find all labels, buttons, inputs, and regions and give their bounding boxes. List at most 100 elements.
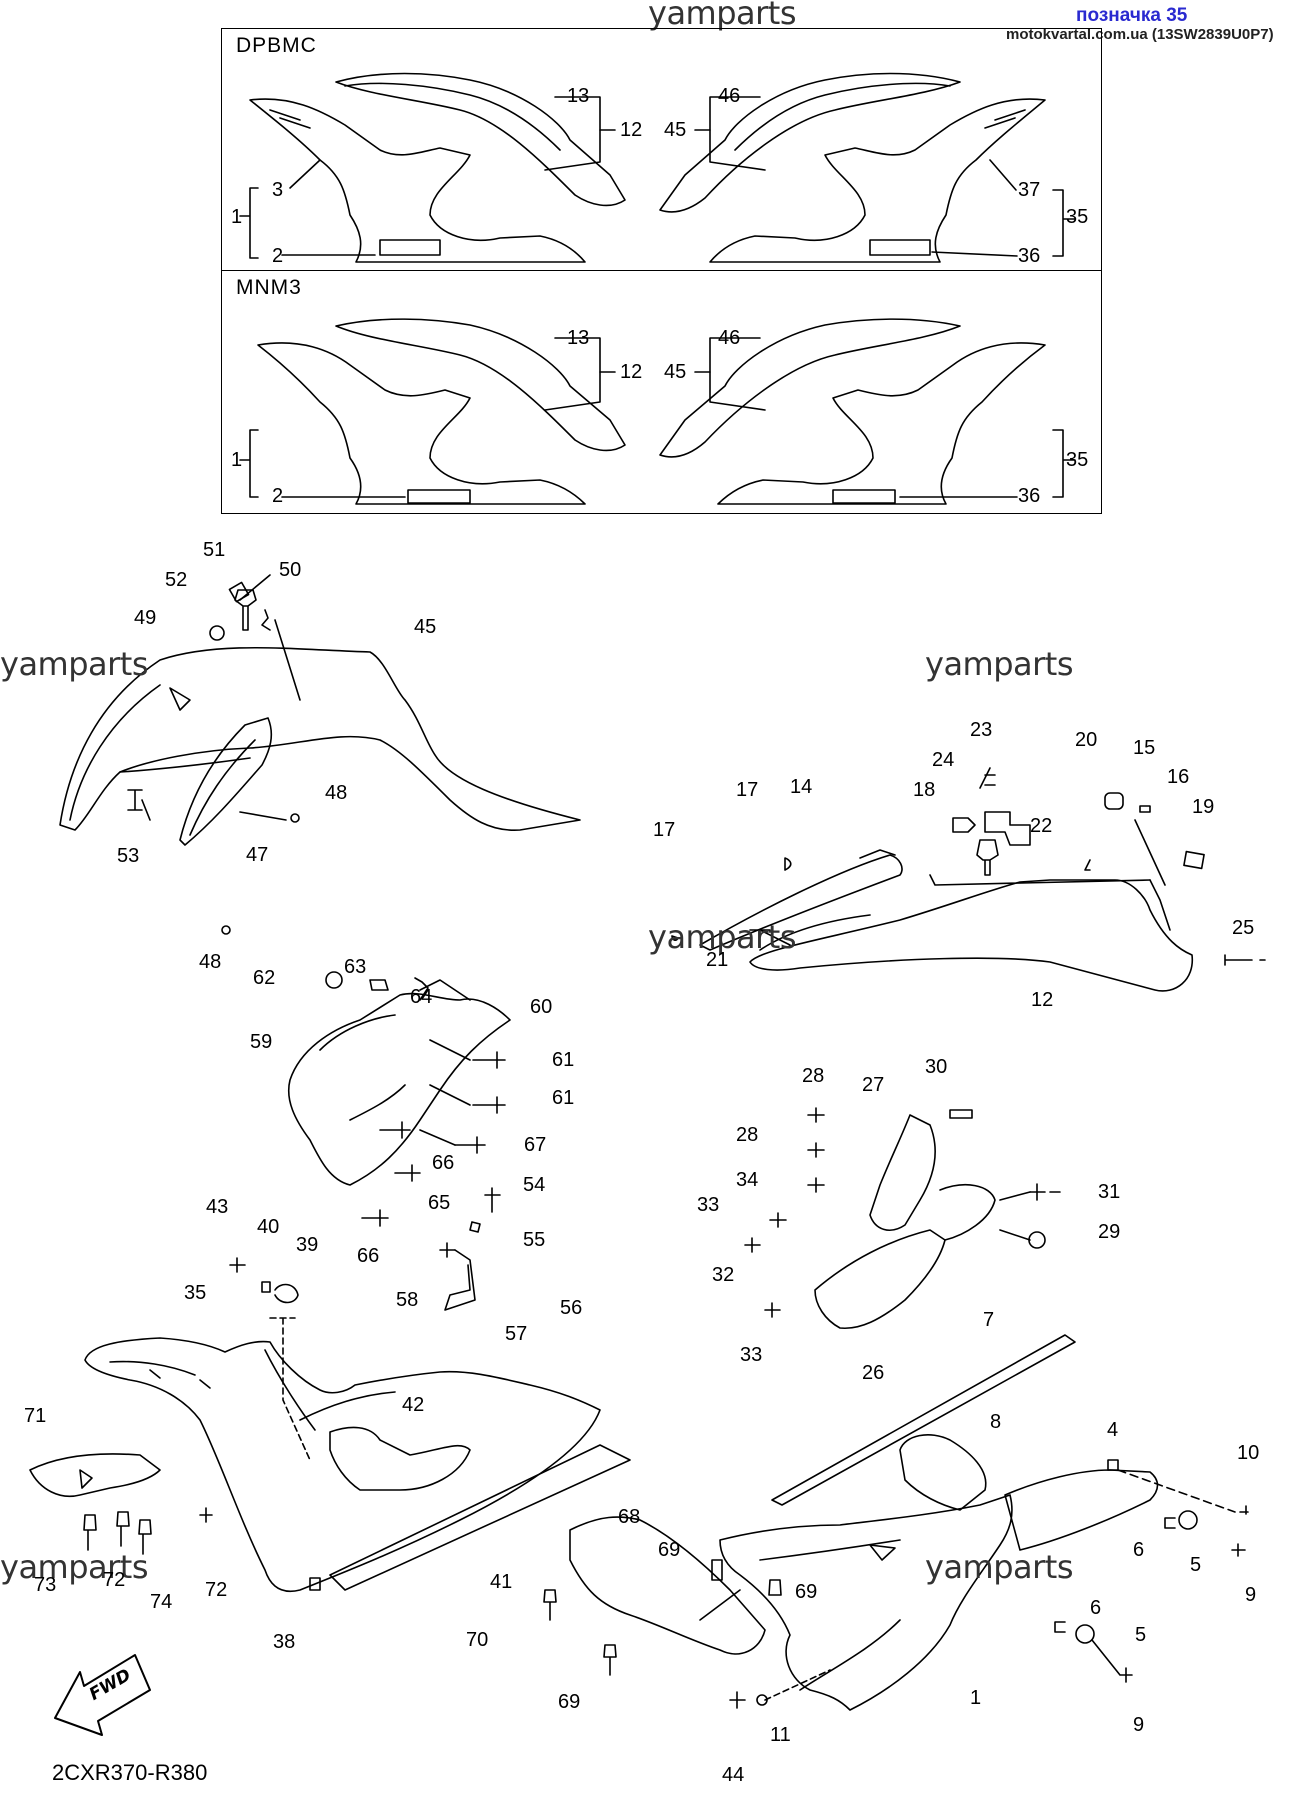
part-14-panel xyxy=(699,849,903,951)
part-26-duct xyxy=(814,1184,996,1330)
callout-v1-1: 1 xyxy=(231,206,243,228)
callout-25: 25 xyxy=(1232,917,1255,939)
callout-30: 30 xyxy=(925,1056,948,1078)
callout-32: 32 xyxy=(712,1264,735,1286)
callout-v2-35: 35 xyxy=(1066,449,1089,471)
callout-5a: 5 xyxy=(1190,1554,1202,1576)
part-8-duct xyxy=(899,1434,987,1511)
callout-73: 73 xyxy=(34,1574,57,1596)
variant-label-1: DPBMC xyxy=(236,34,317,57)
callout-v2-36: 36 xyxy=(1018,485,1041,507)
callout-72a: 72 xyxy=(103,1569,126,1591)
callout-v1-3: 3 xyxy=(272,179,284,201)
callout-9a: 9 xyxy=(1245,1584,1257,1606)
part-1-rear-panel xyxy=(1004,1469,1159,1551)
callout-69a: 69 xyxy=(658,1539,681,1561)
callout-v1-36: 36 xyxy=(1018,245,1041,267)
callout-18: 18 xyxy=(913,779,936,801)
part-47-panel xyxy=(179,717,273,846)
callout-17b: 17 xyxy=(653,819,676,841)
part-45-fairing xyxy=(59,646,581,831)
callout-35: 35 xyxy=(184,1282,207,1304)
watermark-top: yamparts xyxy=(648,0,797,32)
callout-52: 52 xyxy=(165,569,188,591)
callout-38: 38 xyxy=(273,1631,296,1653)
callout-55: 55 xyxy=(523,1229,546,1251)
watermark-right-2: yamparts xyxy=(925,1548,1074,1586)
callout-50: 50 xyxy=(279,559,302,581)
callout-51: 51 xyxy=(203,539,226,561)
callout-33a: 33 xyxy=(697,1194,720,1216)
fwd-arrow xyxy=(54,1654,151,1736)
callout-47: 47 xyxy=(246,844,269,866)
callout-24: 24 xyxy=(932,749,955,771)
v1-left-fairing xyxy=(249,72,626,263)
callout-72b: 72 xyxy=(205,1579,228,1601)
callout-v1-13: 13 xyxy=(567,85,590,107)
callout-59: 59 xyxy=(250,1031,273,1053)
callout-42: 42 xyxy=(402,1394,425,1416)
callout-39: 39 xyxy=(296,1234,319,1256)
callout-v1-2: 2 xyxy=(272,245,284,267)
callout-48a: 48 xyxy=(325,782,348,804)
callout-16: 16 xyxy=(1167,766,1190,788)
callout-29: 29 xyxy=(1098,1221,1121,1243)
callout-17a: 17 xyxy=(736,779,759,801)
callout-v1-37: 37 xyxy=(1018,179,1041,201)
callout-67: 67 xyxy=(524,1134,547,1156)
callout-26: 26 xyxy=(862,1362,885,1384)
watermark-left-2: yamparts xyxy=(0,1548,149,1586)
variant-box-2 xyxy=(221,270,1102,514)
callout-v2-46: 46 xyxy=(718,327,741,349)
callout-12: 12 xyxy=(1031,989,1054,1011)
diagram-code: 2CXR370-R380 xyxy=(52,1760,208,1785)
part-42-duct xyxy=(329,1426,471,1491)
callout-54: 54 xyxy=(523,1174,546,1196)
callout-9b: 9 xyxy=(1133,1714,1145,1736)
callout-61a: 61 xyxy=(552,1049,575,1071)
part-7-strip xyxy=(771,1334,1076,1506)
callout-40: 40 xyxy=(257,1216,280,1238)
callout-11: 11 xyxy=(770,1724,791,1746)
callout-6a: 6 xyxy=(1133,1539,1145,1561)
callout-v2-1: 1 xyxy=(231,449,243,471)
v2-right-fairing xyxy=(659,318,1046,505)
callout-71: 71 xyxy=(24,1405,47,1427)
v1-right-fairing xyxy=(659,72,1046,263)
callout-49: 49 xyxy=(134,607,157,629)
callout-57: 57 xyxy=(505,1323,528,1345)
callout-63: 63 xyxy=(344,956,367,978)
callout-31: 31 xyxy=(1098,1181,1121,1203)
callout-74: 74 xyxy=(150,1591,173,1613)
callout-21: 21 xyxy=(706,949,729,971)
callout-v2-13: 13 xyxy=(567,327,590,349)
callout-34: 34 xyxy=(736,1169,759,1191)
callout-60: 60 xyxy=(530,996,553,1018)
callout-8: 8 xyxy=(990,1411,1002,1433)
callout-33b: 33 xyxy=(740,1344,763,1366)
callout-28b: 28 xyxy=(736,1124,759,1146)
callout-v1-35: 35 xyxy=(1066,206,1089,228)
part-59-panel xyxy=(287,979,511,1186)
callout-10: 10 xyxy=(1237,1442,1260,1464)
callout-23: 23 xyxy=(970,719,993,741)
callout-5b: 5 xyxy=(1135,1624,1147,1646)
callout-65: 65 xyxy=(428,1192,451,1214)
callout-41: 41 xyxy=(490,1571,513,1593)
callout-62: 62 xyxy=(253,967,276,989)
callout-20: 20 xyxy=(1075,729,1098,751)
part-27-duct xyxy=(869,1114,936,1231)
callout-43: 43 xyxy=(206,1196,229,1218)
callout-v1-12: 12 xyxy=(620,119,643,141)
callout-56: 56 xyxy=(560,1297,583,1319)
callout-15: 15 xyxy=(1133,737,1156,759)
header-link[interactable]: позначка 35 xyxy=(1076,5,1188,26)
callout-58: 58 xyxy=(396,1289,419,1311)
callout-66a: 66 xyxy=(432,1152,455,1174)
watermark-mid: yamparts xyxy=(648,918,797,956)
callout-69c: 69 xyxy=(558,1691,581,1713)
variant-label-2: MNM3 xyxy=(236,276,302,299)
callout-7: 7 xyxy=(983,1309,995,1331)
callout-1: 1 xyxy=(970,1687,982,1709)
v2-left-fairing xyxy=(257,318,626,505)
